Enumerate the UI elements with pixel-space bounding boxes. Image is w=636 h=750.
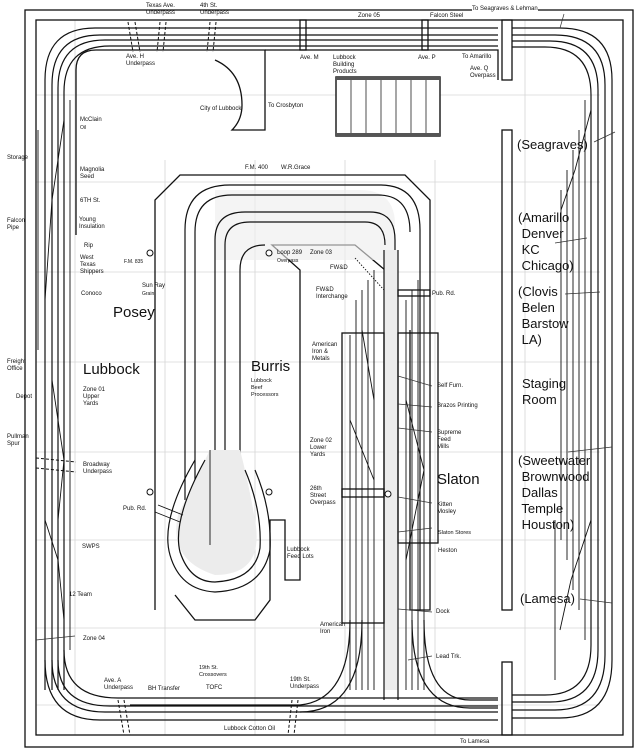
label-self-furn: Self Furn. [437, 383, 464, 389]
label-loop-289-sub: Overpass [277, 258, 299, 264]
label-sun-ray-grain: Sun Ray [142, 283, 166, 289]
label-lubbock-cotton-oil: Lubbock Cotton Oil [224, 726, 276, 732]
benchwork-outer [35, 19, 624, 736]
label-dock: Dock [436, 609, 450, 615]
label-to-seagraves-lehman: To Seagraves & Lehman [472, 6, 538, 13]
label-staging-lamesa: (Lamesa) [520, 591, 575, 606]
label-american-iron-metals: American Iron & Metals [312, 342, 338, 362]
label-zone-04: Zone 04 [83, 636, 106, 642]
label-freight-office: Freight Office [7, 359, 26, 372]
label-heston: Heston [438, 548, 458, 554]
label-pub-rd-left: Pub. Rd. [123, 506, 147, 512]
leader-lines [35, 13, 616, 661]
label-to-crosbyton: To Crosbyton [268, 103, 304, 109]
staging-wall [501, 129, 513, 611]
upper-aisle [75, 49, 266, 235]
label-lubbock-building-products: Lubbock Building Products [333, 55, 357, 75]
label-texas-ave-underpass: Texas Ave. Underpass [146, 3, 176, 16]
lubbock-building-products [335, 76, 441, 137]
label-ave-m: Ave. M [300, 55, 319, 61]
label-lead-trk: Lead Trk. [436, 654, 462, 660]
label-tofc: TOFC [206, 685, 223, 691]
label-to-amarillo: To Amarillo [462, 54, 492, 60]
26th-street-overpass [341, 488, 385, 498]
label-bh-transfer: BH Transfer [148, 686, 181, 692]
center-loop [154, 184, 421, 610]
label-26th-street-overpass: 26th Street Overpass [310, 486, 336, 506]
label-to-lamesa: To Lamesa [460, 739, 490, 745]
pub-rd-overpass [397, 289, 431, 297]
label-slaton-stores: Slaton Stores [438, 530, 472, 536]
label-ave-q-overpass: Ave. Q Overpass [470, 66, 496, 79]
label-mcclain-oil: McClain [80, 117, 102, 123]
label-american-iron: American Iron [320, 622, 346, 635]
markers [146, 249, 392, 498]
label-zone-02: Zone 02 Lower Yards [310, 438, 333, 458]
label-4th-st-underpass: 4th St. Underpass [200, 3, 230, 16]
label-young-insulation: Young Insulation [79, 217, 105, 230]
label-supreme-feed-mills: Supreme Feed Mills [437, 430, 462, 450]
underpass-dashes [35, 21, 299, 736]
label-lubbock: Lubbock [83, 361, 140, 378]
label-falcon-steel: Falcon Steel [430, 13, 464, 19]
label-12-team: 12 Team [69, 592, 92, 598]
label-staging-amarillo: (Amarillo Denver KC Chicago) [518, 210, 574, 273]
label-swps: SWPS [82, 544, 100, 550]
label-ave-a-underpass: Ave. A Underpass [104, 678, 134, 691]
staging-divider [501, 19, 513, 81]
label-zone-03: Zone 03 [310, 250, 333, 256]
label-staging-clovis: (Clovis Belen Barstow LA) [518, 284, 569, 347]
label-fwd: FW&D [330, 265, 348, 271]
label-ave-p: Ave. P [418, 55, 436, 61]
label-fm-835: F.M. 835 [124, 259, 144, 265]
label-staging-seagraves: (Seagraves) [517, 137, 588, 152]
label-lubbock-feed-lots: Lubbock Feed Lots [287, 547, 314, 560]
label-19th-st-underpass: 19th St. Underpass [290, 677, 320, 690]
label-19th-st-crossovers: 19th St. Crossovers [199, 665, 227, 678]
label-ave-h-underpass: Ave. H Underpass [126, 54, 156, 67]
room-outer-wall [24, 9, 634, 748]
label-slaton: Slaton [437, 471, 480, 488]
overpasses-top [299, 19, 429, 51]
center-peninsula [154, 174, 431, 611]
label-falcon-pipe: Falcon Pipe [7, 218, 26, 231]
label-lubbock-beef-processors: Lubbock Beef Processors [251, 378, 279, 398]
label-fwd-interchange: FW&D Interchange [316, 287, 348, 300]
label-storage: Storage [7, 155, 29, 161]
label-zone-01: Zone 01 Upper Yards [83, 387, 106, 407]
label-zone-05: Zone 05 [358, 13, 381, 19]
label-depot: Depot [16, 394, 33, 400]
label-pub-rd-right: Pub. Rd. [432, 291, 456, 297]
label-pullman-spur: Pullman Spur [7, 434, 29, 447]
label-6th-st: 6TH St. [80, 198, 101, 204]
label-fm-400: F.M. 400 [245, 165, 269, 171]
label-sun-ray-grain-sub: Grain [142, 291, 155, 297]
label-staging-room: Staging Room [522, 376, 567, 407]
label-city-of-lubbock: City of Lubbock [200, 106, 242, 112]
label-broadway-underpass: Broadway Underpass [83, 462, 113, 475]
label-kitten-mosley: Kitten Mosley [437, 502, 457, 515]
label-loop-289: Loop 289 [277, 250, 303, 256]
upper-aisle-right [265, 49, 499, 80]
label-west-texas-shippers: West Texas Shippers [80, 255, 104, 275]
label-staging-sweetwater: (Sweetwater Brownwood Dallas Temple Hous… [518, 453, 591, 532]
label-mcclain-oil-sub: Oil [80, 125, 87, 131]
label-posey: Posey [113, 304, 155, 321]
label-brazos-printing: Brazos Printing [437, 403, 478, 409]
staging-divider-bottom [501, 661, 513, 736]
mainline-tracks [37, 27, 613, 721]
label-wr-grace: W.R.Grace [281, 165, 311, 171]
label-conoco: Conoco [81, 291, 102, 297]
label-magnolia-seed: Magnolia Seed [80, 167, 105, 180]
label-rip: Rip [84, 243, 94, 249]
lower-yard-tracks [130, 250, 498, 713]
label-burris: Burris [251, 358, 291, 375]
